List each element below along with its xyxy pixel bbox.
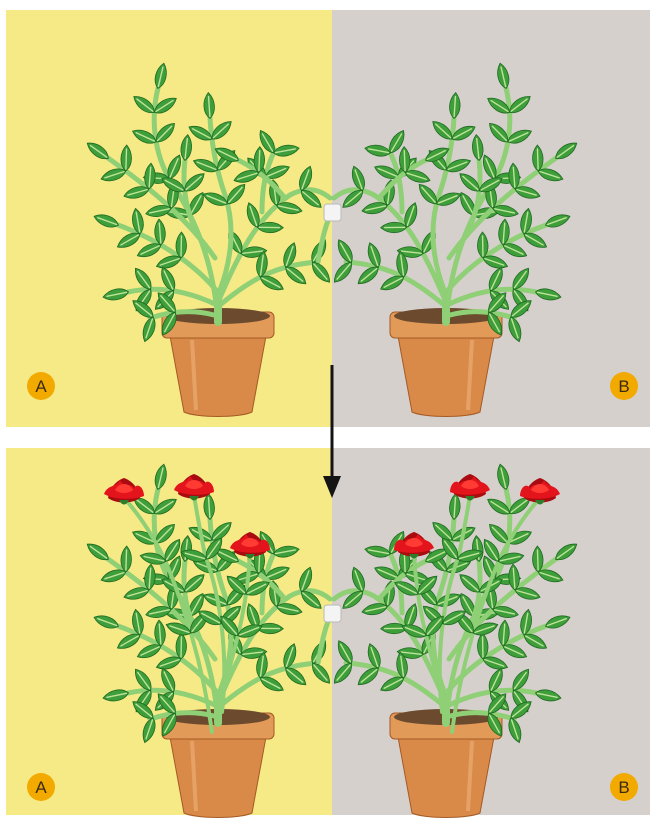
plant-label-a: A: [35, 377, 47, 396]
badge-bottom-right: B: [610, 773, 638, 801]
leaf-vein: [404, 151, 405, 171]
badge-top-left: A: [27, 372, 55, 400]
frame-right: [650, 0, 656, 825]
leaf-vein: [537, 550, 538, 570]
graft-connector: [324, 204, 341, 221]
pot-body: [170, 336, 266, 417]
leaf-vein: [126, 149, 127, 169]
badge-top-right: B: [610, 372, 638, 400]
pot-body: [398, 737, 494, 818]
leaf-vein: [259, 151, 260, 171]
badge-bottom-left: A: [27, 773, 55, 801]
plant-label-a: A: [35, 778, 47, 797]
leaf-vein: [537, 149, 538, 169]
frame-left: [0, 0, 6, 825]
panel-separator: [0, 427, 656, 448]
graft-connector: [324, 605, 341, 622]
plant-label-b: B: [618, 377, 629, 396]
plant-label-b: B: [618, 778, 629, 797]
frame-bottom: [0, 815, 656, 825]
pot-body: [170, 737, 266, 818]
frame-top: [0, 0, 656, 10]
pot-body: [398, 336, 494, 417]
leaf-vein: [126, 550, 127, 570]
